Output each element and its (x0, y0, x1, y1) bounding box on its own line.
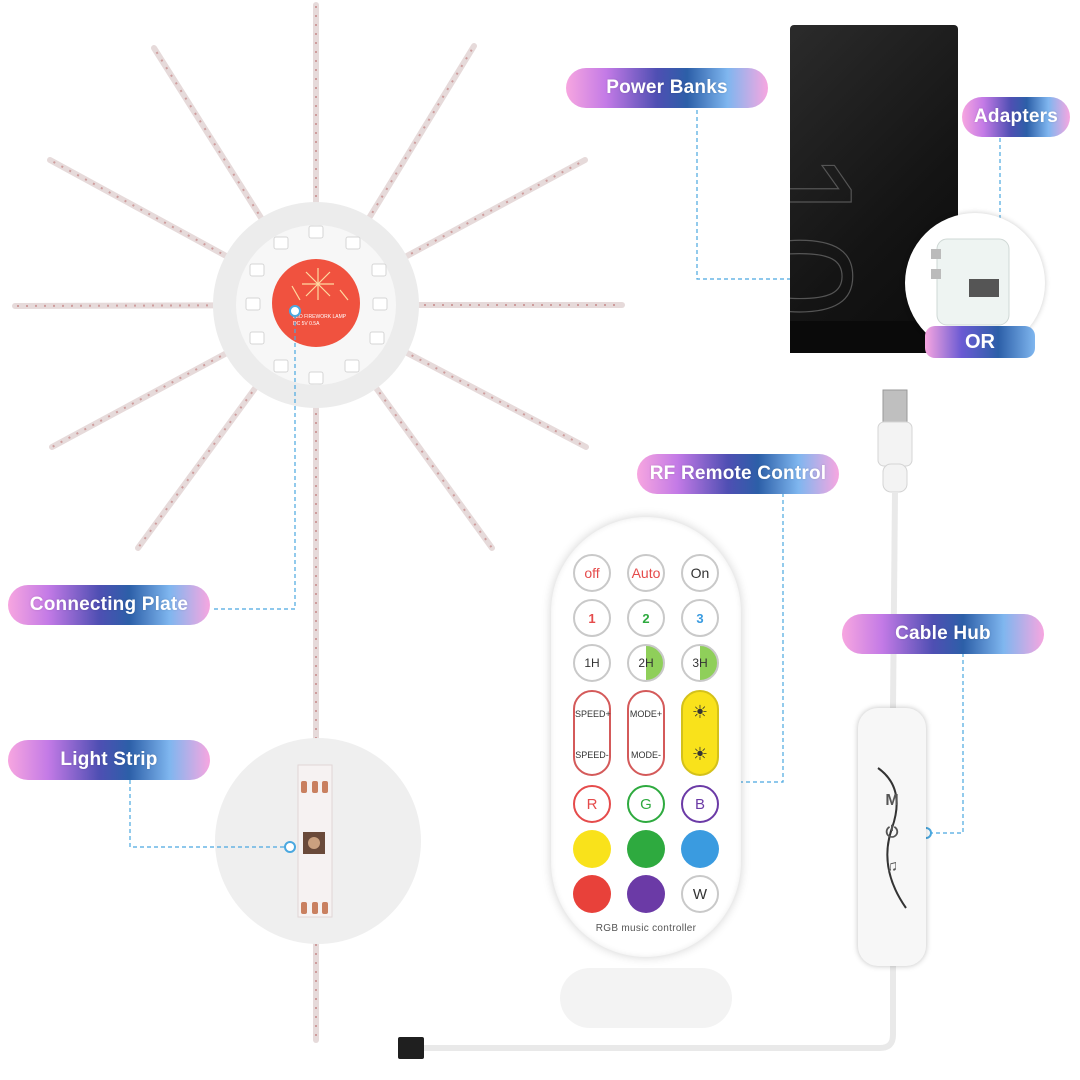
remote-timer-3h-button[interactable]: 3H (681, 644, 719, 682)
remote-mode-down-button[interactable]: MODE- (631, 750, 661, 760)
label-connecting-plate: Connecting Plate (8, 585, 210, 625)
sparkle-icon (291, 268, 349, 301)
remote-mode-capsule: MODE+ MODE- (627, 690, 665, 776)
remote-brightness-capsule: ☀ ☀ (681, 690, 719, 776)
remote-b-button[interactable]: B (681, 785, 719, 823)
svg-text:10: 10 (790, 151, 884, 318)
remote-g-button[interactable]: G (627, 785, 665, 823)
remote-music-1-button[interactable]: 1 (573, 599, 611, 637)
remote-auto-button[interactable]: Auto (627, 554, 665, 592)
remote-music-3-button[interactable]: 3 (681, 599, 719, 637)
connector-rf-remote (727, 493, 784, 783)
connector-connecting-plate (214, 311, 296, 610)
brightness-up-icon[interactable]: ☀ (691, 702, 709, 722)
usb-cable (890, 491, 898, 709)
remote-speed-capsule: SPEED+ SPEED- (573, 690, 611, 776)
label-cable-hub: Cable Hub (842, 614, 1044, 654)
plate-center (272, 259, 360, 347)
remote-red-button[interactable] (573, 875, 611, 913)
remote-music-2-button[interactable]: 2 (627, 599, 665, 637)
label-light-strip: Light Strip (8, 740, 210, 780)
usb-connector (877, 389, 913, 493)
remote-speed-up-button[interactable]: SPEED+ (575, 709, 611, 719)
svg-text:DC 5V 0.5A: DC 5V 0.5A (293, 321, 320, 327)
plate-text: LED FIREWORK LAMP (293, 314, 347, 320)
label-power-banks: Power Banks (566, 68, 768, 108)
remote-reflection (560, 968, 732, 1028)
remote-mode-up-button[interactable]: MODE+ (629, 709, 663, 719)
brightness-down-icon[interactable]: ☀ (691, 744, 709, 764)
rf-remote: off Auto On 1 2 3 1H 2H 3H SPEED+ SPEED-… (551, 517, 741, 957)
output-cable (420, 966, 896, 1051)
connector-cable-hub (926, 653, 964, 834)
remote-timer-2h-button[interactable]: 2H (627, 644, 665, 682)
hub-music-button[interactable]: ♫ (886, 858, 898, 875)
remote-timer-1h-button[interactable]: 1H (573, 644, 611, 682)
or-badge: OR (925, 326, 1035, 358)
remote-r-button[interactable]: R (573, 785, 611, 823)
remote-label: RGB music controller (595, 923, 697, 934)
dc-plug (398, 1037, 424, 1059)
cable-hub: M ⏻ ♫ (858, 708, 926, 966)
connector-light-strip (129, 780, 290, 848)
label-adapters: Adapters (962, 97, 1070, 137)
hub-mode-button[interactable]: M (885, 792, 899, 809)
remote-on-button[interactable]: On (681, 554, 719, 592)
remote-blue-button[interactable] (681, 830, 719, 868)
hub-power-button[interactable]: ⏻ (885, 824, 899, 841)
remote-w-button[interactable]: W (681, 875, 719, 913)
plate-connectors (245, 225, 388, 385)
strip-zoom-pads (301, 781, 328, 914)
label-rf-remote: RF Remote Control (637, 454, 839, 494)
remote-green-button[interactable] (627, 830, 665, 868)
remote-off-button[interactable]: off (573, 554, 611, 592)
remote-purple-button[interactable] (627, 875, 665, 913)
remote-speed-down-button[interactable]: SPEED- (575, 750, 609, 760)
remote-yellow-button[interactable] (573, 830, 611, 868)
